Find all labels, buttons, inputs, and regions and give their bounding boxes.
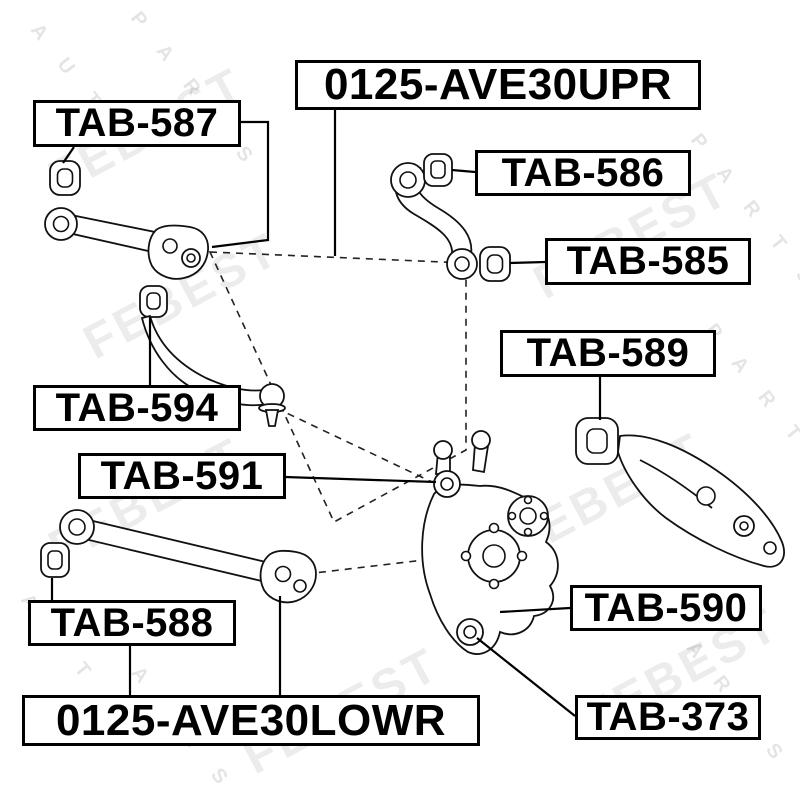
part-label-tab-594: TAB-594 bbox=[33, 385, 241, 431]
leader-tab585 bbox=[509, 260, 546, 265]
leader-tab587-bushing bbox=[62, 146, 75, 164]
part-label-tab-591: TAB-591 bbox=[78, 453, 286, 499]
part-label-tab-585: TAB-585 bbox=[545, 238, 751, 285]
leader-tab373 bbox=[476, 637, 576, 717]
leader-tab587-arm bbox=[211, 120, 270, 249]
assembly-outline-dashed bbox=[208, 251, 467, 524]
part-label-tab-587: TAB-587 bbox=[33, 100, 241, 147]
part-label-0125-ave30upr: 0125-AVE30UPR bbox=[295, 60, 701, 110]
part-label-tab-373: TAB-373 bbox=[575, 695, 761, 740]
leader-tab586 bbox=[451, 168, 476, 174]
dashed-assembly-lines bbox=[208, 251, 467, 575]
balljoint-to-knuckle-dashed bbox=[275, 407, 433, 483]
part-label-tab-590: TAB-590 bbox=[570, 585, 762, 631]
bushing-tab589-drawing bbox=[575, 417, 619, 465]
bushing-tab587-drawing bbox=[49, 160, 81, 196]
knuckle-drawing bbox=[421, 430, 559, 655]
leader-lines bbox=[50, 108, 602, 717]
part-label-tab-586: TAB-586 bbox=[475, 150, 691, 196]
upper-trailing-arm-drawing bbox=[44, 207, 209, 280]
trailing-bracket-drawing bbox=[575, 417, 785, 568]
part-label-tab-589: TAB-589 bbox=[500, 330, 716, 377]
upper-control-arm-drawing bbox=[390, 153, 511, 282]
part-label-tab-588: TAB-588 bbox=[28, 600, 236, 646]
bushing-tab588-drawing bbox=[40, 542, 70, 578]
bushing-tab586-drawing bbox=[423, 153, 453, 187]
part-label-0125-ave30lowr: 0125-AVE30LOWR bbox=[22, 695, 480, 746]
bushing-tab585-drawing bbox=[479, 246, 511, 282]
balljoint-stud bbox=[264, 409, 280, 427]
leader-tab590 bbox=[499, 606, 571, 614]
lower-arm-to-knuckle-dashed bbox=[305, 559, 425, 575]
leader-tab591 bbox=[284, 475, 437, 484]
lower-trailing-arm-drawing bbox=[40, 509, 317, 604]
